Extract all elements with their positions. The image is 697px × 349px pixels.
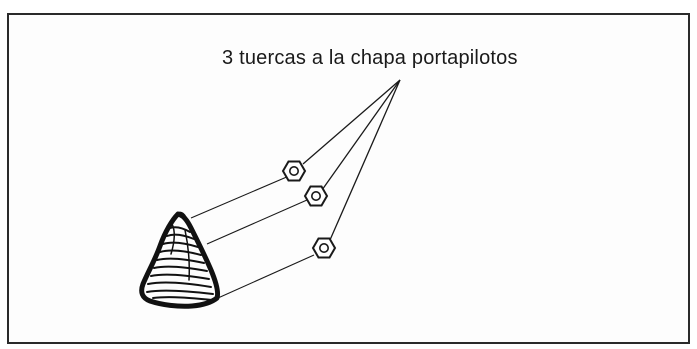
nut-2	[303, 185, 329, 207]
nut-1	[281, 160, 307, 182]
guide-line-nut-2	[206, 199, 308, 245]
callout-label: 3 tuercas a la chapa portapilotos	[222, 47, 518, 69]
guide-lines	[190, 175, 315, 299]
guide-line-nut-3	[217, 254, 315, 299]
pilot-plate-cone	[139, 211, 221, 309]
callout-leaders	[302, 79, 401, 241]
leader-line-nut-3	[329, 79, 401, 241]
cone-tip	[174, 211, 187, 219]
cone-shading	[146, 223, 214, 301]
leader-line-nut-1	[302, 79, 401, 165]
guide-line-nut-1	[190, 175, 290, 219]
nut-3	[311, 237, 337, 259]
figure-frame	[7, 13, 690, 344]
leader-line-nut-2	[321, 79, 401, 191]
cone-outline	[139, 211, 221, 309]
